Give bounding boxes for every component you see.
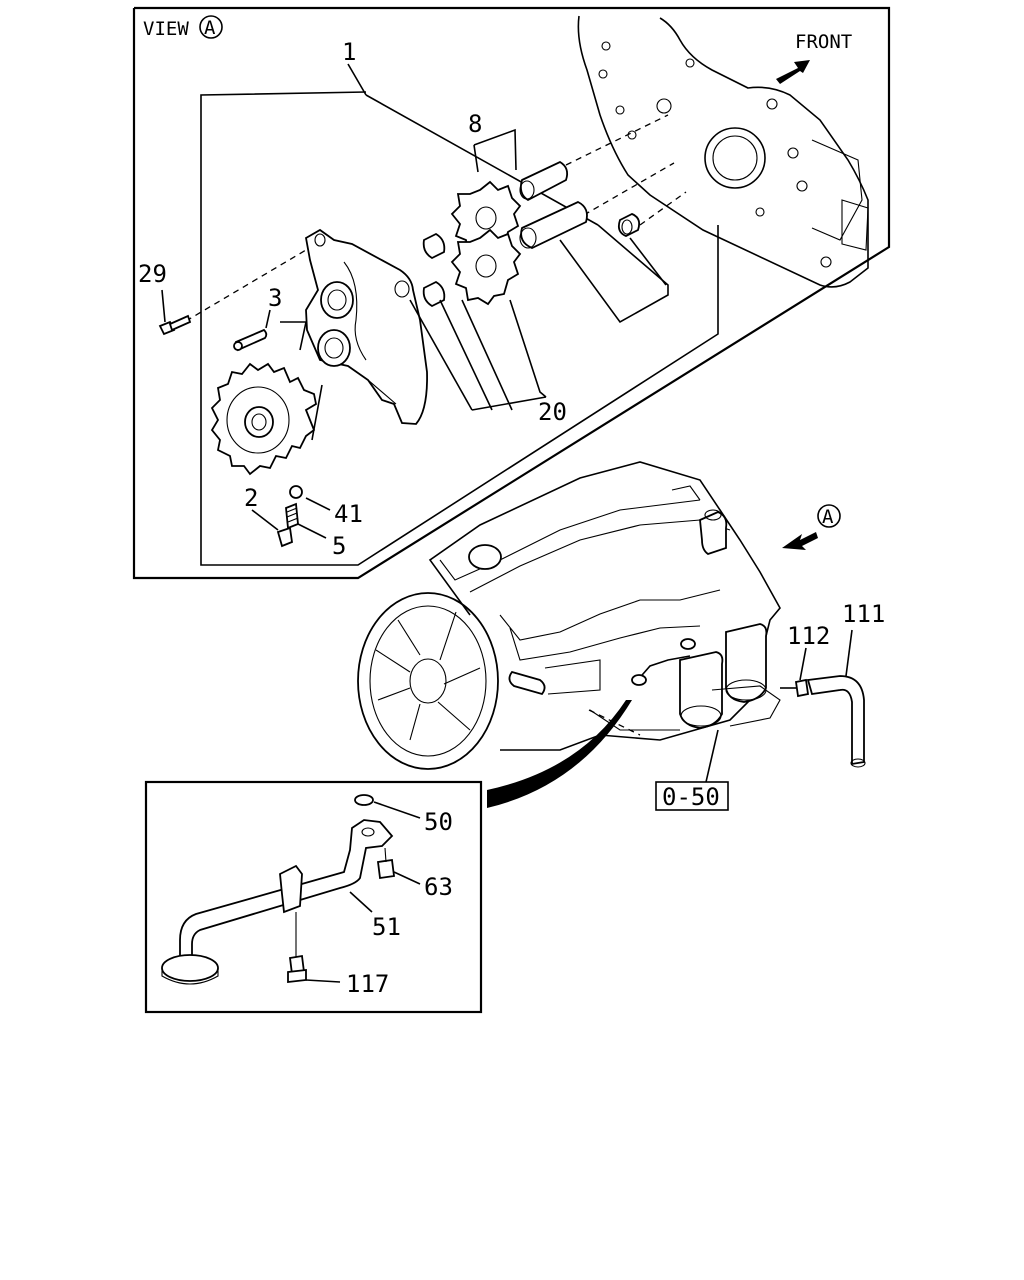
drive-gear: [210, 362, 318, 476]
callout-20: 20: [538, 398, 567, 426]
arrow-up-right-icon: [776, 60, 810, 84]
view-label-text: VIEW: [143, 18, 189, 40]
callout-5: 5: [332, 532, 346, 560]
view-label-letter: A: [204, 17, 216, 39]
reference-callout: 0-50: [655, 729, 729, 811]
arrow-down-left-icon: [782, 532, 818, 550]
oil-strainer-detail: [144, 780, 483, 1014]
small-parts: [158, 314, 303, 548]
callout-112: 112: [787, 622, 830, 650]
callout-labels: 1 8 29 3 20 2 41 5 111 112 50 63 51 117: [138, 38, 885, 998]
engine-block-fragment: [577, 15, 869, 288]
detail-connector: [487, 700, 632, 808]
callout-63: 63: [424, 873, 453, 901]
view-a-frame: VIEW A: [132, 6, 891, 580]
callout-2: 2: [244, 484, 258, 512]
front-label: FRONT: [795, 31, 852, 53]
callout-8: 8: [468, 110, 482, 138]
view-marker-letter: A: [822, 506, 834, 528]
callout-117: 117: [346, 970, 389, 998]
oil-pump-assembly-outline: [200, 63, 719, 566]
callout-111: 111: [842, 600, 885, 628]
callout-50: 50: [424, 808, 453, 836]
engine-illustration: [357, 461, 781, 770]
callout-1: 1: [342, 38, 356, 66]
shafts-and-pins: [422, 160, 641, 308]
callout-29: 29: [138, 260, 167, 288]
view-a-marker: A: [782, 504, 841, 550]
callout-3: 3: [268, 284, 282, 312]
front-indicator: FRONT: [776, 31, 852, 84]
rotor-gears: [450, 180, 522, 306]
callout-41: 41: [334, 500, 363, 528]
oil-pump-body: [305, 228, 428, 425]
shaft-centerlines: [185, 114, 687, 322]
leader-lines-top: [161, 128, 669, 539]
hose-and-clamp: [780, 629, 866, 768]
callout-51: 51: [372, 913, 401, 941]
reference-box-text: 0-50: [662, 783, 720, 811]
